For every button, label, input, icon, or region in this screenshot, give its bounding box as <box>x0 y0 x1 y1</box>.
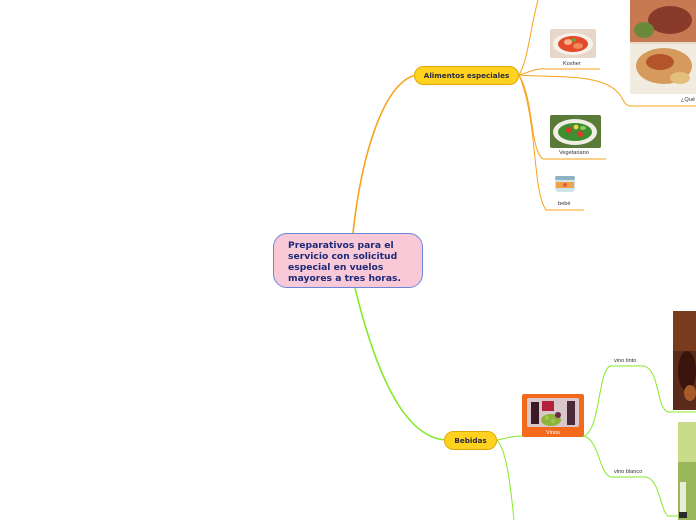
connector-alimentos-que <box>518 74 696 107</box>
connector-tinto-image <box>643 365 696 413</box>
bebe-image <box>553 175 577 193</box>
root-node-text: Preparativos para el servicio con solici… <box>288 240 401 284</box>
vegetariano-label: Vegetariano <box>559 150 589 156</box>
connector-root-alimentos <box>352 74 417 234</box>
connector-bebidas-down <box>496 439 515 520</box>
vino-tinto-image <box>673 311 696 410</box>
que-label: ¿Qué <box>681 97 695 103</box>
connector-vinos-blanco <box>583 435 646 478</box>
vino-blanco-label: vino blanco <box>614 469 643 475</box>
vinos-image <box>527 398 579 427</box>
vino-blanco-image <box>678 422 696 520</box>
connector-alimentos-top <box>518 0 539 76</box>
kosher-image <box>550 29 596 58</box>
kosher-label: Kosher <box>563 61 581 67</box>
branch-bebidas[interactable]: Bebidas <box>444 431 497 450</box>
branch-alimentos-especiales[interactable]: Alimentos especiales <box>414 66 519 85</box>
connector-blanco-image <box>645 476 696 517</box>
connector-root-bebidas <box>354 287 447 441</box>
connector-alimentos-vegetariano <box>518 74 606 160</box>
vegetariano-image <box>550 115 601 148</box>
connector-bebidas-vinos <box>496 435 584 441</box>
vinos-node[interactable]: Vinos <box>522 394 584 437</box>
bebe-label: bebé <box>558 201 571 207</box>
vino-tinto-label: vino tinto <box>614 358 637 364</box>
connector-alimentos-bebe <box>518 74 584 211</box>
branch-alimentos-label: Alimentos especiales <box>423 71 510 80</box>
connector-vinos-tinto <box>583 365 644 437</box>
branch-bebidas-label: Bebidas <box>454 436 487 445</box>
root-node[interactable]: Preparativos para el servicio con solici… <box>273 233 423 288</box>
que-food-image <box>630 0 696 94</box>
connector-alimentos-kosher <box>518 68 600 76</box>
vinos-label: Vinos <box>546 430 560 436</box>
